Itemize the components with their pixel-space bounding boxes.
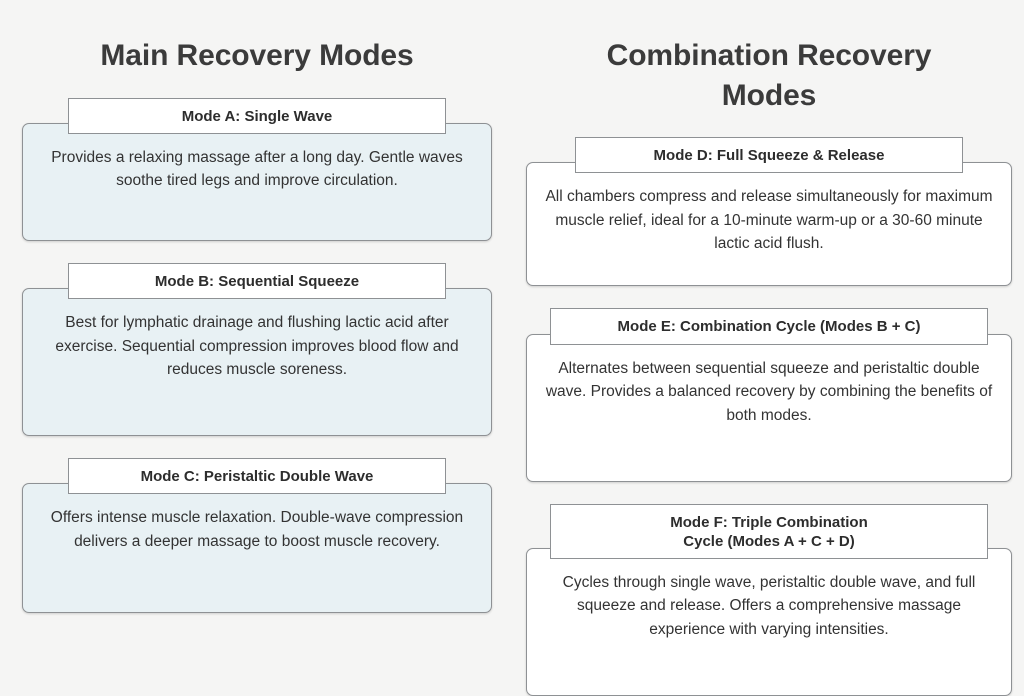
card-header-mode-b: Mode B: Sequential Squeeze xyxy=(68,262,446,299)
column-combination-recovery-modes: Combination Recovery Modes Mode D: Full … xyxy=(512,0,1024,696)
card-header-mode-c: Mode C: Peristaltic Double Wave xyxy=(68,457,446,495)
card-body-mode-c: Offers intense muscle relaxation. Double… xyxy=(22,483,492,614)
card-header-mode-d: Mode D: Full Squeeze & Release xyxy=(575,137,963,174)
card-mode-f[interactable]: Mode F: Triple Combination Cycle (Modes … xyxy=(526,503,1012,696)
card-body-text-mode-a: Provides a relaxing massage after a long… xyxy=(51,148,463,190)
card-body-text-mode-f: Cycles through single wave, peristaltic … xyxy=(562,573,976,639)
card-header-mode-f: Mode F: Triple Combination Cycle (Modes … xyxy=(550,503,988,559)
card-mode-a[interactable]: Mode A: Single Wave Provides a relaxing … xyxy=(22,97,492,241)
card-body-mode-e: Alternates between sequential squeeze an… xyxy=(526,333,1012,482)
card-header-mode-a: Mode A: Single Wave xyxy=(68,97,446,134)
card-body-mode-b: Best for lymphatic drainage and flushing… xyxy=(22,287,492,436)
card-body-mode-f: Cycles through single wave, peristaltic … xyxy=(526,547,1012,696)
card-header-mode-e: Mode E: Combination Cycle (Modes B + C) xyxy=(550,308,988,345)
column-title-main: Main Recovery Modes xyxy=(100,39,414,72)
card-body-mode-a: Provides a relaxing massage after a long… xyxy=(22,122,492,241)
card-mode-b[interactable]: Mode B: Sequential Squeeze Best for lymp… xyxy=(22,262,492,436)
column-title-combination: Combination Recovery Modes xyxy=(606,39,932,112)
card-body-text-mode-c: Offers intense muscle relaxation. Double… xyxy=(50,509,464,550)
card-body-mode-d: All chambers compress and release simult… xyxy=(526,162,1012,287)
card-body-text-mode-b: Best for lymphatic drainage and flushing… xyxy=(55,313,459,379)
card-list-main: Mode A: Single Wave Provides a relaxing … xyxy=(22,97,492,614)
card-mode-c[interactable]: Mode C: Peristaltic Double Wave Offers i… xyxy=(22,457,492,614)
card-body-text-mode-d: All chambers compress and release simult… xyxy=(545,188,993,253)
column-main-recovery-modes: Main Recovery Modes Mode A: Single Wave … xyxy=(0,0,512,679)
card-header-mode-f-line-2: Cycle (Modes A + C + D) xyxy=(683,532,855,550)
card-mode-e[interactable]: Mode E: Combination Cycle (Modes B + C) … xyxy=(526,308,1012,482)
card-body-text-mode-e: Alternates between sequential squeeze an… xyxy=(545,359,993,424)
card-mode-d[interactable]: Mode D: Full Squeeze & Release All chamb… xyxy=(526,137,1012,287)
card-header-mode-f-line-1: Mode F: Triple Combination xyxy=(670,513,868,531)
card-list-combination: Mode D: Full Squeeze & Release All chamb… xyxy=(526,137,1012,696)
